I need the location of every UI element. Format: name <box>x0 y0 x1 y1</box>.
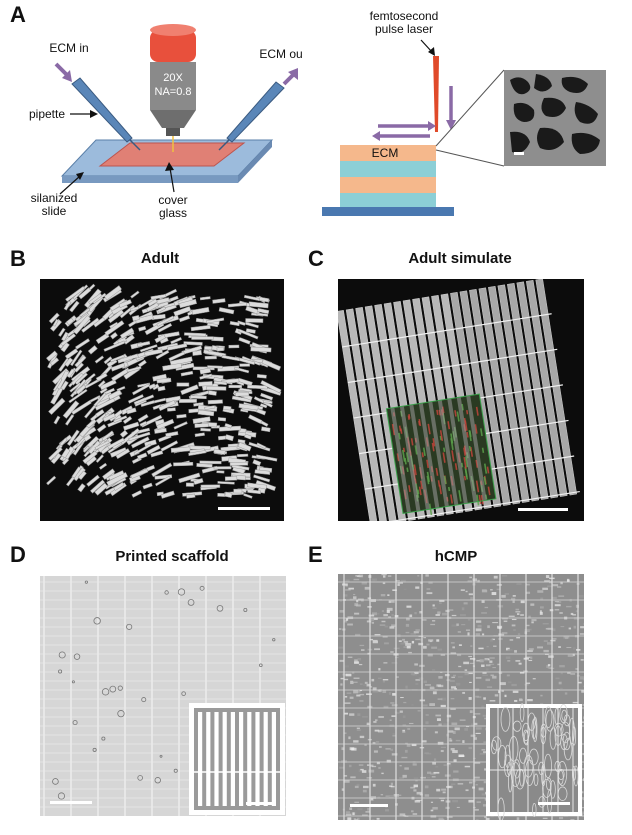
ecm-in-label: ECM in <box>49 41 89 55</box>
panel-c-title: Adult simulate <box>408 250 512 267</box>
panel-d-letter: D <box>10 542 26 567</box>
laser-label-1: femtosecond <box>369 9 439 23</box>
hcmp-inset <box>486 703 582 820</box>
scale-bar-c <box>518 508 568 511</box>
panel-b-title: Adult <box>140 250 180 267</box>
panel-c-image <box>338 279 584 521</box>
pipette-right <box>218 81 285 151</box>
panel-e-title: hCMP <box>434 548 478 565</box>
simulated-tissue-region <box>385 393 497 516</box>
objective-body <box>150 62 196 110</box>
ecm-in-arrow <box>54 62 72 82</box>
ecm-layer-1 <box>340 145 436 161</box>
layer-2 <box>340 161 436 177</box>
ecm-out-arrow <box>282 68 298 86</box>
scan-arrows-horizontal <box>372 121 436 141</box>
panel-b-image <box>40 279 284 521</box>
cover-glass-label-2: glass <box>158 206 187 220</box>
scale-bar-b <box>218 507 270 510</box>
adult-fiber-field <box>46 283 282 499</box>
ecm-out-label: ECM ou <box>259 47 303 61</box>
pipette-label: pipette <box>28 107 66 121</box>
cover-glass <box>98 142 246 167</box>
layer-4 <box>340 193 436 207</box>
laser-label-2: pulse laser <box>374 22 434 36</box>
scale-bar-d <box>50 801 92 804</box>
panel-d-image <box>40 576 286 816</box>
objective-na-label: NA=0.8 <box>154 86 192 98</box>
scan-arrow-down <box>446 86 456 130</box>
layer-3 <box>340 177 436 193</box>
base-plate <box>322 207 454 216</box>
panel-e-image <box>338 574 584 820</box>
cover-glass-label-1: cover <box>158 193 188 207</box>
panel-c-letter: C <box>308 246 324 271</box>
pipette-left <box>71 77 141 151</box>
ecm-micrograph-inset <box>504 70 606 166</box>
panel-a-letter: A <box>10 2 26 27</box>
panel-e-letter: E <box>308 542 323 567</box>
panel-b-letter: B <box>10 246 26 271</box>
printed-scaffold-inset <box>189 703 285 815</box>
ecm-layer-label: ECM <box>371 146 399 160</box>
panel-d-title: Printed scaffold <box>115 548 229 565</box>
objective-mag-label: 20X <box>163 72 183 84</box>
silanized-slide-label-2: slide <box>41 204 67 218</box>
panel-a-schematic <box>54 24 606 216</box>
silanized-slide-label-1: silanized <box>30 191 78 205</box>
hcmp-tissue-texture <box>338 574 584 820</box>
printed-scaffold-debris <box>52 580 276 800</box>
objective-top <box>150 30 196 62</box>
laser-beam <box>433 56 439 132</box>
scale-bar-e <box>350 804 388 807</box>
